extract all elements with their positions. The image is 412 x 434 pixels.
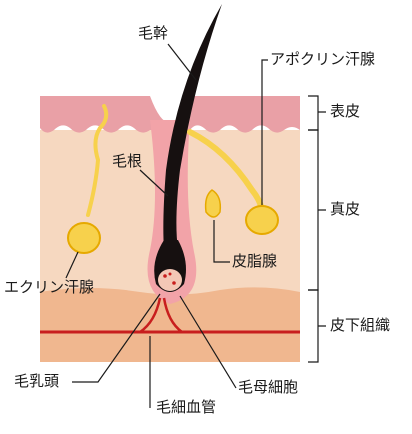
label-dermis: 真皮 [330, 202, 360, 217]
bracket-dermis [308, 130, 326, 290]
label-apocrine-gland: アポクリン汗腺 [270, 52, 375, 67]
label-sebaceous-gland: 皮脂腺 [232, 254, 277, 269]
eccrine-gland [68, 223, 100, 253]
label-epidermis: 表皮 [330, 104, 360, 119]
papilla-dot [163, 274, 167, 278]
label-hair-root: 毛根 [112, 154, 142, 169]
papilla-dot [172, 281, 176, 285]
bracket-epidermis [308, 96, 326, 130]
apocrine-gland [246, 206, 278, 234]
label-subcutaneous-tissue: 皮下組織 [330, 318, 390, 333]
label-capillary: 毛細血管 [156, 400, 216, 415]
papilla-dot [169, 273, 172, 276]
leader-hair-shaft [168, 44, 196, 80]
bracket-subcutaneous [308, 290, 326, 362]
label-dermal-papilla: 毛乳頭 [14, 374, 59, 389]
label-eccrine-gland: エクリン汗腺 [4, 280, 94, 295]
label-hair-matrix-cells: 毛母細胞 [238, 380, 298, 395]
dermal-papilla [158, 269, 182, 291]
label-hair-shaft: 毛幹 [138, 26, 168, 41]
